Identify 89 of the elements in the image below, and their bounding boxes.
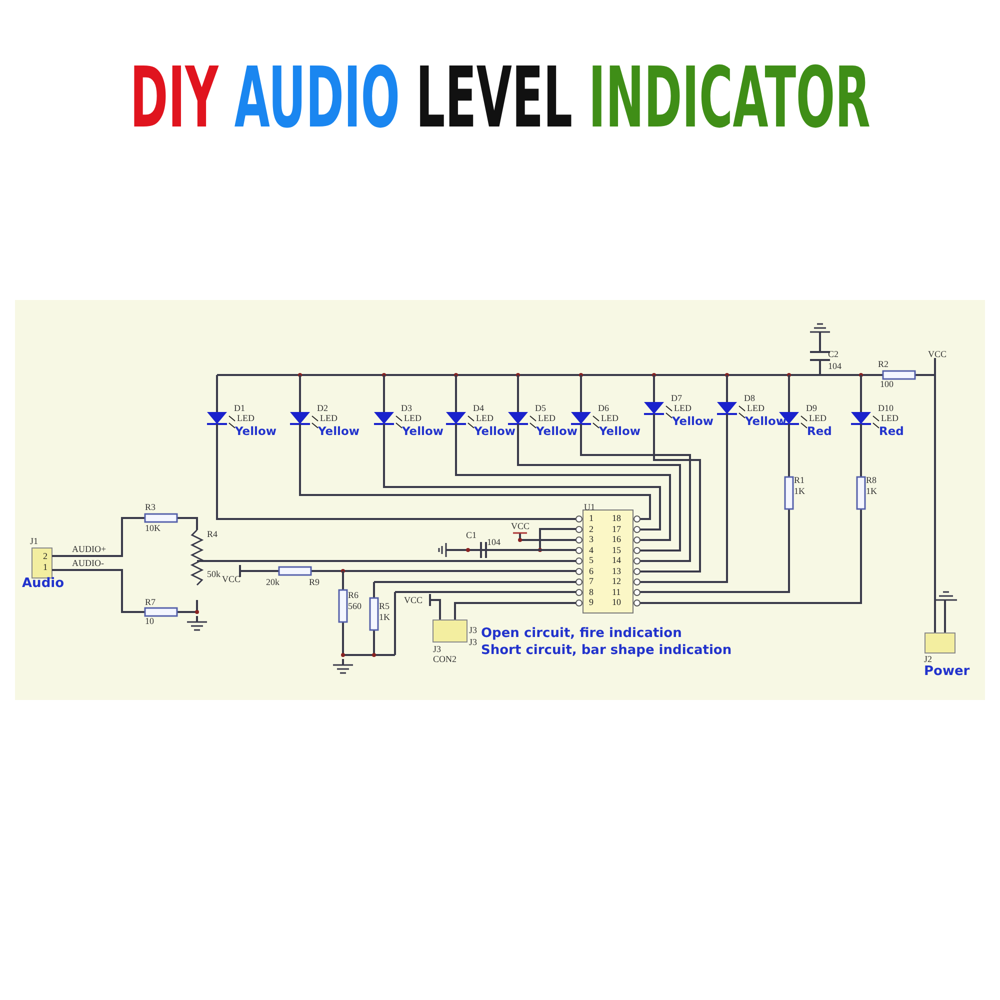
component-label: J3 xyxy=(469,626,478,635)
component-label: D5 xyxy=(535,404,546,413)
component-label: D6 xyxy=(598,404,609,413)
component-label: R9 xyxy=(309,578,320,587)
pin-number: 1 xyxy=(43,563,48,572)
pin-number: 14 xyxy=(612,556,621,565)
component-label: D3 xyxy=(401,404,412,413)
pin-number: 17 xyxy=(612,524,621,534)
component-value: LED xyxy=(538,414,556,423)
pin-number: 1 xyxy=(589,514,594,523)
component-value: 10 xyxy=(145,617,154,626)
pin-number: 10 xyxy=(612,598,621,607)
component-label: R2 xyxy=(878,360,889,369)
component-label: D9 xyxy=(806,404,817,413)
title: DIY AUDIO LEVEL INDICATOR xyxy=(130,48,870,147)
pin-number: 9 xyxy=(589,598,594,607)
component-label: J3 xyxy=(433,645,442,654)
component-value: 10K xyxy=(145,524,160,533)
pin-number: 7 xyxy=(589,577,594,586)
component-value: 560 xyxy=(348,602,362,611)
component-value: 1K xyxy=(379,613,390,622)
net-label: VCC xyxy=(511,522,530,531)
color-label: Yellow xyxy=(599,426,640,438)
pin-number: 2 xyxy=(589,524,594,534)
color-label: Yellow xyxy=(402,426,444,438)
component-value: 20k xyxy=(266,578,280,587)
component-value: LED xyxy=(320,414,338,423)
note: Short circuit, bar shape indication xyxy=(481,644,732,657)
component-label: R5 xyxy=(379,602,390,611)
component-value: LED xyxy=(881,414,898,423)
pin-number: 2 xyxy=(43,552,48,561)
color-label: Yellow xyxy=(235,426,276,438)
component-label: C2 xyxy=(828,350,839,359)
component-value: LED xyxy=(674,404,692,413)
note: Open circuit, fire indication xyxy=(481,627,682,640)
component-label: R7 xyxy=(145,598,156,607)
pin-number: 8 xyxy=(589,588,594,596)
component-value: LED xyxy=(809,414,826,423)
pin-number: 18 xyxy=(612,514,621,523)
component-label: D10 xyxy=(878,404,894,413)
component-label: D4 xyxy=(473,404,484,413)
net-label: AUDIO+ xyxy=(72,545,106,554)
pin-number: 6 xyxy=(589,566,594,576)
color-label: Yellow xyxy=(318,426,360,438)
component-value: CON2 xyxy=(433,655,457,664)
pin-number: 11 xyxy=(612,588,621,596)
net-label: VCC xyxy=(222,575,241,584)
pin-number: 3 xyxy=(589,535,594,544)
pin-number: 15 xyxy=(612,546,621,554)
color-label: Yellow xyxy=(536,426,578,438)
color-label: Yellow xyxy=(672,416,714,428)
component-value: LED xyxy=(601,414,618,423)
pin-number: 4 xyxy=(589,546,594,554)
connector-label: Power xyxy=(924,665,970,678)
component-value: 100 xyxy=(880,380,894,389)
component-label: D7 xyxy=(671,394,682,403)
component-value: 1K xyxy=(794,487,805,496)
pin-number: 16 xyxy=(612,535,621,544)
component-label: R8 xyxy=(866,476,877,485)
component-label: D1 xyxy=(234,404,245,413)
net-label: VCC xyxy=(404,596,423,605)
component-label: D2 xyxy=(317,404,328,413)
pin-number: 5 xyxy=(589,556,594,565)
component-label: U1 xyxy=(584,503,595,512)
component-value: LED xyxy=(404,414,422,423)
component-label: R4 xyxy=(207,530,218,539)
component-value: LED xyxy=(747,404,764,413)
component-value: 104 xyxy=(487,538,500,547)
component-label: C1 xyxy=(466,531,477,540)
component-value: 1K xyxy=(866,487,877,496)
color-label: Red xyxy=(879,426,904,438)
component-value: 104 xyxy=(828,362,842,371)
color-label: Yellow xyxy=(474,426,516,438)
connector-label: Audio xyxy=(22,577,64,590)
component-label: R6 xyxy=(348,591,359,600)
color-label: Red xyxy=(807,426,832,438)
net-label: VCC xyxy=(928,350,947,359)
component-value: LED xyxy=(237,414,254,423)
component-label: J3 xyxy=(469,638,478,647)
pin-number: 12 xyxy=(612,577,621,586)
component-value: 50k xyxy=(207,570,220,579)
pin-number: 13 xyxy=(612,566,621,576)
net-label: AUDIO- xyxy=(72,559,104,568)
component-label: R1 xyxy=(794,476,805,485)
component-label: R3 xyxy=(145,503,156,512)
component-label: D8 xyxy=(744,394,755,403)
component-label: J2 xyxy=(924,655,932,664)
component-value: LED xyxy=(476,414,494,423)
component-label: J1 xyxy=(30,537,38,546)
